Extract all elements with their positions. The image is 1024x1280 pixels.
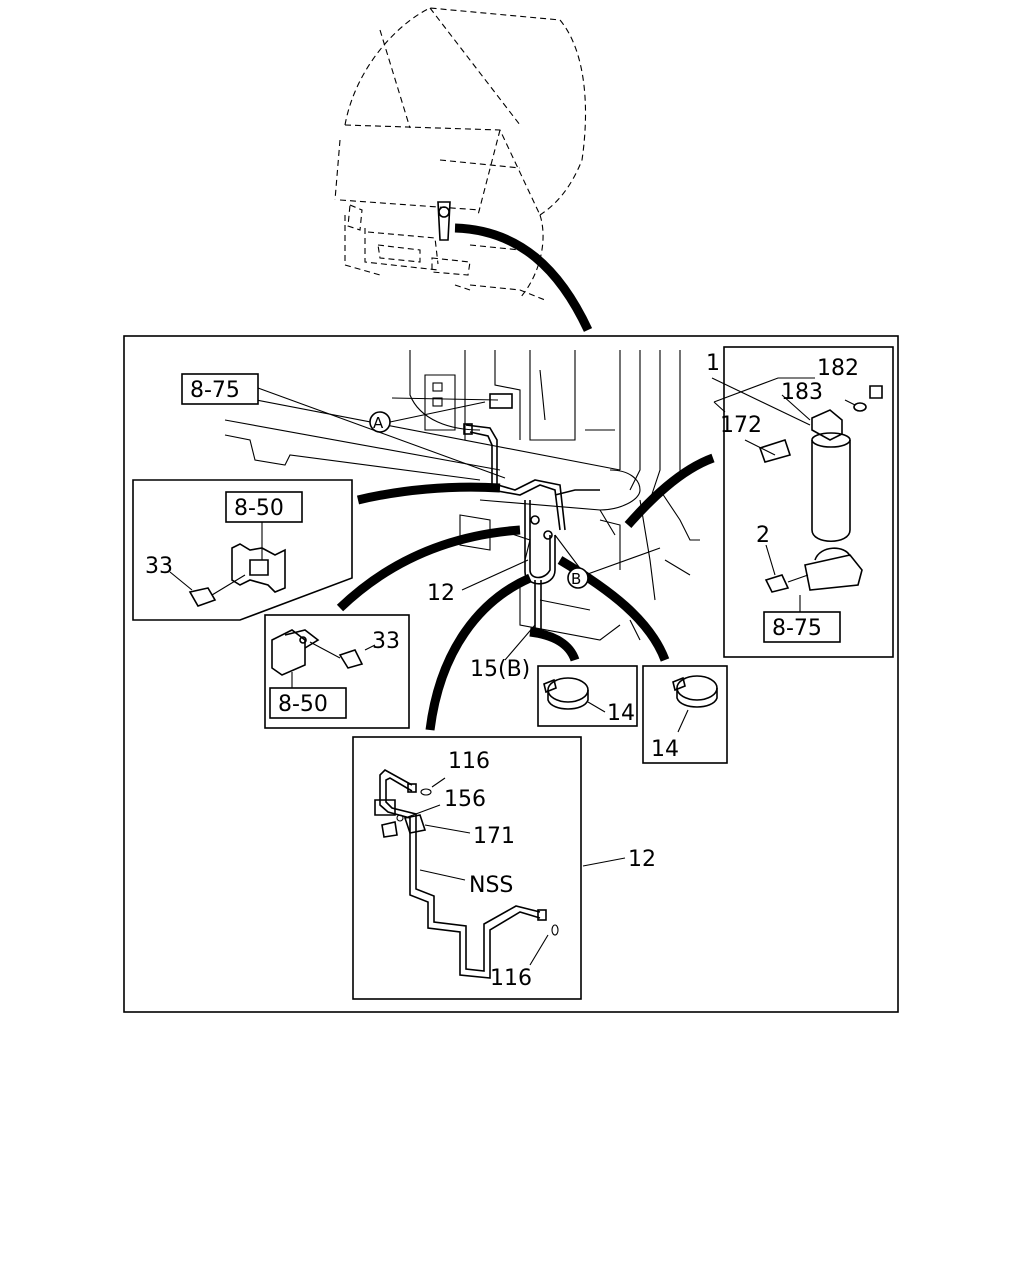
engine-bay-illustration <box>224 350 700 641</box>
main-frame <box>123 335 899 1013</box>
callout-label-b: B <box>571 570 581 588</box>
part-label-183: 183 <box>781 380 823 405</box>
part-label-182: 182 <box>817 356 859 381</box>
ref-label-8-50-b: 8-50 <box>278 692 328 717</box>
part-label-1: 1 <box>706 351 720 376</box>
part-label-156: 156 <box>444 787 486 812</box>
ref-label-8-75-inset: 8-75 <box>772 616 822 641</box>
part-label-171: 171 <box>473 824 515 849</box>
ref-box-8-50-a[interactable] <box>225 491 303 523</box>
callout-label-a: A <box>373 414 384 432</box>
inset-clamp-left: 14 <box>537 665 638 727</box>
part-label-172: 172 <box>720 413 762 438</box>
part-label-116-bottom: 116 <box>490 966 532 991</box>
inset-clamp-right: 14 <box>642 665 728 764</box>
part-label-14-a: 14 <box>607 701 635 726</box>
part-label-nss: NSS <box>469 873 513 898</box>
part-label-15b: 15(B) <box>470 657 530 682</box>
part-label-12-pipe: 12 <box>628 847 656 872</box>
leader-lines <box>257 387 661 661</box>
truck-cab-illustration <box>334 7 593 332</box>
ref-box-8-75-inset[interactable] <box>763 611 841 643</box>
part-label-33-b: 33 <box>372 629 400 654</box>
ref-box-8-50-b[interactable] <box>269 687 347 719</box>
ref-label-8-50-a: 8-50 <box>234 496 284 521</box>
callout-circle-b <box>567 567 589 589</box>
part-label-116-top: 116 <box>448 749 490 774</box>
ref-label-8-75-main: 8-75 <box>190 378 240 403</box>
inset-bracket-lower: 33 8-50 <box>264 614 410 729</box>
part-label-2: 2 <box>756 523 770 548</box>
inset-bracket-upper: 8-50 33 <box>132 479 353 621</box>
ref-box-8-75-main[interactable] <box>181 373 259 405</box>
part-label-14-b: 14 <box>651 737 679 762</box>
part-label-33-a: 33 <box>145 554 173 579</box>
part-label-12-main: 12 <box>427 581 455 606</box>
inset-pipe-assembly: 116 156 171 NSS 116 <box>352 736 582 1000</box>
inset-receiver-drier: 1 182 183 172 2 8-75 <box>706 346 894 658</box>
